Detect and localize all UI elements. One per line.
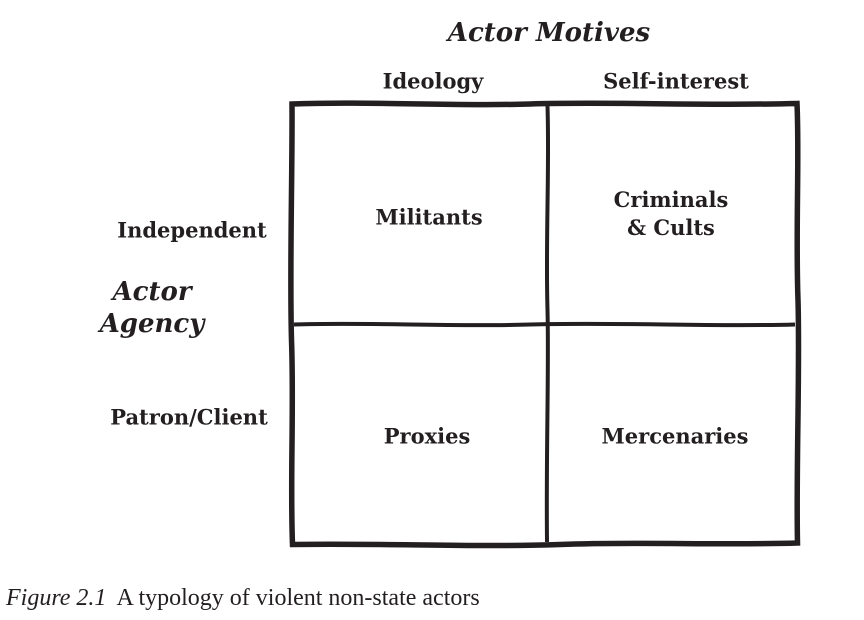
column-header-self-interest: Self-interest [603, 68, 749, 94]
quadrant-label-criminals-line1: Criminals [613, 187, 729, 212]
quadrant-label-criminals-line2: & Cults [627, 215, 715, 240]
row-axis-title: Actor Agency [100, 276, 205, 340]
matrix-border [288, 100, 802, 549]
figure-caption-number: Figure 2.1 [6, 585, 107, 611]
row-label-patron-client: Patron/Client [110, 404, 268, 430]
figure-caption: Figure 2.1 A typology of violent non-stat… [6, 585, 480, 613]
column-header-ideology: Ideology [382, 68, 484, 94]
row-axis-title-line2: Agency [99, 309, 205, 339]
quadrant-label-militants: Militants [375, 204, 483, 230]
quadrant-label-mercenaries: Mercenaries [601, 423, 749, 449]
row-label-independent: Independent [117, 217, 267, 243]
quadrant-label-criminals-cults: Criminals & Cults [614, 186, 729, 242]
column-axis-title: Actor Motives [447, 18, 651, 48]
row-axis-title-line1: Actor [112, 277, 192, 307]
matrix-vertical-divider [544, 105, 551, 543]
figure-caption-text: A typology of violent non-state actors [116, 585, 480, 611]
quadrant-label-proxies: Proxies [383, 423, 471, 449]
matrix-horizontal-divider [293, 321, 796, 328]
